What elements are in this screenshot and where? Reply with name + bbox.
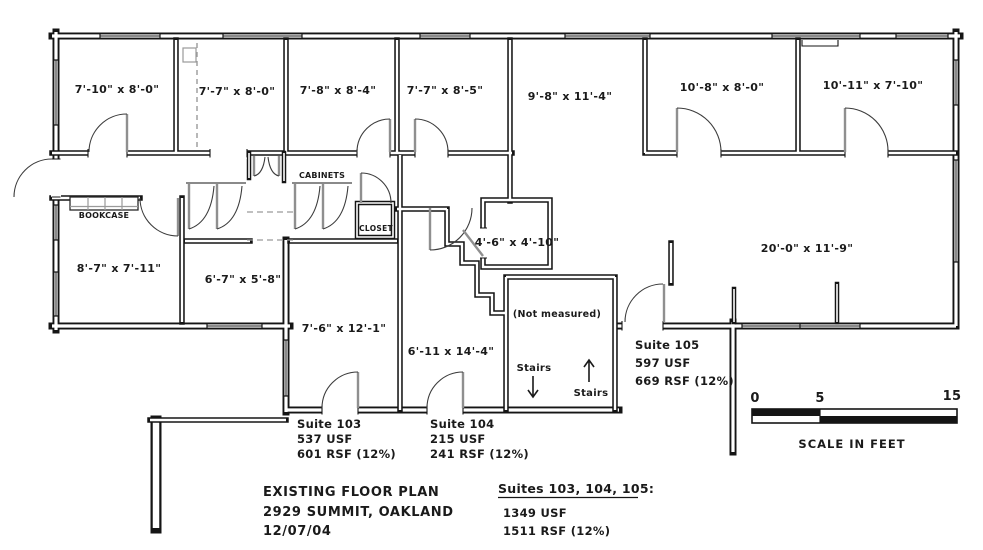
totals-heading: Suites 103, 104, 105:: [498, 481, 654, 496]
wall-openings: [51, 147, 889, 416]
drawing-title: EXISTING FLOOR PLAN: [263, 485, 439, 500]
suite-105-block: Suite 105 597 USF 669 RSF (12%): [635, 338, 734, 388]
suite-103-rsf: 601 RSF (12%): [297, 447, 396, 461]
room-label-2: 7'-7" x 8'-0": [199, 85, 276, 98]
stairs-up-label: Stairs: [574, 388, 609, 399]
folding-partition: [182, 43, 198, 150]
scale-tick-5: 5: [815, 391, 824, 406]
stairs-up-arrow-icon: [583, 358, 595, 382]
room-label-3: 7'-8" x 8'-4": [300, 84, 377, 97]
room-labels: 7'-10" x 8'-0" 7'-7" x 8'-0" 7'-8" x 8'-…: [75, 79, 923, 358]
room-label-12: 4'-6" x 4'-10": [475, 236, 560, 249]
totals-rsf: 1511 RSF (12%): [503, 524, 610, 538]
closet-label: CLOSET: [359, 224, 393, 233]
windows: [52, 32, 960, 397]
totals-usf: 1349 USF: [503, 506, 567, 520]
scale-tick-0: 0: [750, 391, 759, 406]
room-label-9: 6'-7" x 5'-8": [205, 273, 282, 286]
suite-103-name: Suite 103: [297, 417, 361, 431]
title-block: EXISTING FLOOR PLAN 2929 SUMMIT, OAKLAND…: [263, 485, 454, 539]
entry-door-arc: [13, 158, 53, 198]
suite-105-usf: 597 USF: [635, 356, 691, 370]
fixture-icon: [182, 47, 197, 63]
cabinets-label: CABINETS: [299, 171, 345, 180]
room-label-8: 8'-7" x 7'-11": [77, 262, 162, 275]
interior-walls: [49, 37, 959, 423]
suite-104-rsf: 241 RSF (12%): [430, 447, 529, 461]
stairs-down-label: Stairs: [517, 363, 552, 374]
drawing-address: 2929 SUMMIT, OAKLAND: [263, 505, 454, 520]
scale-caption: SCALE IN FEET: [798, 437, 905, 451]
door-swings: [13, 107, 889, 409]
suite-104-name: Suite 104: [430, 417, 494, 431]
suite-105-rsf: 669 RSF (12%): [635, 374, 734, 388]
corridor-cabinets: [186, 40, 839, 241]
suite-105-name: Suite 105: [635, 338, 699, 352]
room-label-7: 10'-11" x 7'-10": [823, 79, 923, 92]
room-label-11: 6'-11 x 14'-4": [408, 345, 494, 358]
totals-block: Suites 103, 104, 105: 1349 USF 1511 RSF …: [498, 481, 654, 538]
room-label-5: 9'-8" x 11'-4": [528, 90, 613, 103]
suite-103-usf: 537 USF: [297, 432, 353, 446]
room-label-4: 7'-7" x 8'-5": [407, 84, 484, 97]
annotation-labels: BOOKCASE CABINETS CLOSET (Not measured) …: [79, 171, 609, 399]
suite-104-block: Suite 104 215 USF 241 RSF (12%): [430, 417, 529, 461]
scale-tick-15: 15: [943, 389, 962, 404]
bookcase: [69, 196, 139, 211]
suite-104-usf: 215 USF: [430, 432, 486, 446]
stairs-arrows: [527, 358, 595, 399]
bookcase-label: BOOKCASE: [79, 211, 129, 220]
drawing-date: 12/07/04: [263, 524, 332, 539]
scale-bar: 0 5 15 SCALE IN FEET: [750, 389, 961, 451]
room-label-1: 7'-10" x 8'-0": [75, 83, 160, 96]
suite-103-block: Suite 103 537 USF 601 RSF (12%): [297, 417, 396, 461]
not-measured-label: (Not measured): [513, 309, 601, 320]
room-label-13: 20'-0" x 11'-9": [761, 242, 854, 255]
room-label-10: 7'-6" x 12'-1": [302, 322, 387, 335]
stairs-down-arrow-icon: [527, 376, 539, 399]
room-label-6: 10'-8" x 8'-0": [680, 81, 765, 94]
